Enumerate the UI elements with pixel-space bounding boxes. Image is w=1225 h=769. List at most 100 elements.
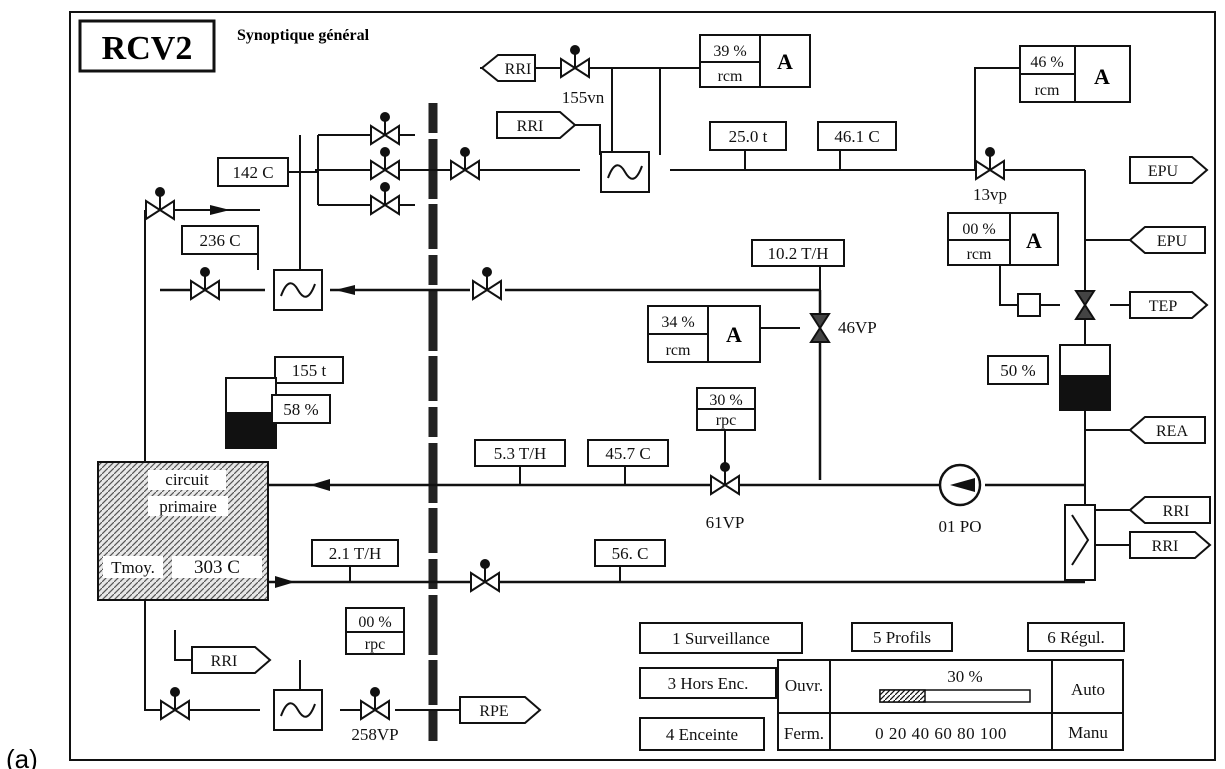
valve-mid-line[interactable]	[472, 266, 502, 300]
svg-text:58 %: 58 %	[283, 400, 318, 419]
connector-rri-right-2[interactable]: RRI	[1129, 531, 1212, 559]
valve-61vp-label: 61VP	[706, 513, 745, 532]
connector-rri-top-left[interactable]: RRI	[480, 54, 536, 82]
valve-manifold-1[interactable]	[370, 111, 400, 145]
svg-text:REA: REA	[1156, 423, 1188, 440]
controller-61vp[interactable]: 30 % rpc	[696, 387, 756, 431]
valve-155vn[interactable]	[560, 44, 590, 78]
svg-text:10.2 T/H: 10.2 T/H	[767, 244, 828, 263]
valve-155vn-label: 155vn	[562, 88, 605, 107]
piping	[144, 50, 1130, 711]
valve-top-line[interactable]	[450, 146, 480, 180]
pump-label: 01 PO	[939, 517, 982, 536]
connector-rri-right-1[interactable]: RRI	[1128, 496, 1211, 524]
circuit-line-2: primaire	[159, 497, 217, 516]
svg-text:236 C: 236 C	[199, 231, 240, 250]
connector-rri-bottom[interactable]: RRI	[191, 646, 272, 674]
svg-text:46.1 C: 46.1 C	[834, 127, 879, 146]
auto-button[interactable]: Auto	[1052, 660, 1123, 713]
valve-bottom-left[interactable]	[160, 686, 190, 720]
valve-258vp-label: 258VP	[351, 725, 398, 744]
svg-text:39 %: 39 %	[713, 43, 746, 60]
valve-bottom-line[interactable]	[470, 558, 500, 592]
circuit-line-1: circuit	[165, 470, 209, 489]
valve-258vp[interactable]	[360, 686, 390, 720]
position-value: 30 %	[947, 667, 982, 686]
controller-tep[interactable]: 00 % rcm A	[947, 212, 1059, 266]
connector-rpe[interactable]: RPE	[459, 696, 542, 724]
tmoy-label: Tmoy.	[111, 558, 155, 577]
svg-text:A: A	[726, 322, 742, 347]
svg-text:34 %: 34 %	[661, 314, 694, 331]
reading-10th: 10.2 T/H	[751, 239, 845, 267]
controller-258vp[interactable]: 00 % rpc	[345, 607, 405, 655]
valve-left-top[interactable]	[145, 186, 175, 220]
valve-46vp[interactable]	[810, 313, 830, 343]
svg-text:25.0 t: 25.0 t	[729, 127, 768, 146]
connector-rea[interactable]: REA	[1128, 416, 1206, 444]
svg-text:155 t: 155 t	[292, 361, 327, 380]
menu-profils-button[interactable]: 5 Profils	[851, 622, 953, 652]
valve-manifold-3[interactable]	[370, 181, 400, 215]
svg-text:142 C: 142 C	[232, 163, 273, 182]
reading-236c: 236 C	[181, 225, 259, 255]
pump-direction-icon	[950, 478, 975, 492]
tank-right: 50 %	[987, 344, 1111, 411]
valve-left-mid[interactable]	[190, 266, 220, 300]
valve-61vp[interactable]	[710, 461, 740, 495]
svg-text:rpc: rpc	[365, 636, 385, 653]
reading-56c: 56. C	[594, 539, 666, 567]
svg-text:5.3 T/H: 5.3 T/H	[494, 444, 547, 463]
valve-tep[interactable]	[1075, 290, 1095, 320]
reading-46c: 46.1 C	[817, 121, 897, 151]
menu-hors-enc-button[interactable]: 3 Hors Enc.	[639, 667, 777, 699]
reading-45c: 45.7 C	[587, 439, 669, 467]
reading-5th: 5.3 T/H	[474, 439, 566, 467]
ouvr-label: Ouvr.	[785, 676, 823, 695]
tep-positioner	[1017, 293, 1041, 317]
svg-text:EPU: EPU	[1157, 233, 1188, 250]
svg-text:rcm: rcm	[967, 246, 992, 263]
manu-button[interactable]: Manu	[1052, 713, 1123, 750]
svg-text:4 Enceinte: 4 Enceinte	[666, 725, 738, 744]
tank-left: 58 %	[225, 377, 331, 449]
valve-13vp[interactable]	[975, 146, 1005, 180]
svg-text:A: A	[777, 49, 793, 74]
connector-epu-2[interactable]: EPU	[1128, 226, 1206, 254]
svg-text:A: A	[1094, 64, 1110, 89]
svg-text:RRI: RRI	[1152, 538, 1179, 555]
reading-142c: 142 C	[217, 157, 289, 187]
connector-epu-1[interactable]: EPU	[1129, 156, 1209, 184]
svg-text:00 %: 00 %	[358, 614, 391, 631]
menu-surveillance-button[interactable]: 1 Surveillance	[639, 622, 803, 654]
position-scale: 0 20 40 60 80 100	[875, 724, 1007, 743]
system-code: RCV2	[102, 30, 193, 67]
svg-text:RRI: RRI	[211, 653, 238, 670]
svg-text:A: A	[1026, 228, 1042, 253]
menu-regul-button[interactable]: 6 Régul.	[1027, 622, 1125, 652]
connector-tep[interactable]: TEP	[1129, 291, 1209, 319]
svg-text:RRI: RRI	[505, 61, 532, 78]
controller-13vp[interactable]: 46 % rcm A	[1019, 45, 1131, 103]
svg-text:rcm: rcm	[666, 342, 691, 359]
heat-exchanger-bottom	[273, 689, 323, 731]
controller-46vp[interactable]: 34 % rcm A	[647, 305, 761, 363]
system-code-box	[78, 19, 216, 73]
ferm-label: Ferm.	[784, 724, 824, 743]
svg-text:Auto: Auto	[1071, 680, 1105, 699]
reading-25t: 25.0 t	[709, 121, 787, 151]
page-title: Synoptique général	[237, 27, 370, 44]
svg-text:30 %: 30 %	[709, 392, 742, 409]
svg-text:RRI: RRI	[517, 118, 544, 135]
connector-rri-top[interactable]: RRI	[496, 111, 577, 139]
tmoy-value: 303 C	[194, 557, 240, 578]
svg-text:00 %: 00 %	[962, 221, 995, 238]
valve-manifold-2[interactable]	[370, 146, 400, 180]
primary-circuit[interactable]: circuit primaire Tmoy. 303 C	[97, 461, 269, 601]
menu-enceinte-button[interactable]: 4 Enceinte	[639, 717, 765, 751]
svg-text:1 Surveillance: 1 Surveillance	[672, 629, 770, 648]
controller-155vn[interactable]: 39 % rcm A	[699, 34, 811, 88]
svg-text:Manu: Manu	[1068, 723, 1108, 742]
heat-exchanger-right	[1064, 504, 1096, 581]
